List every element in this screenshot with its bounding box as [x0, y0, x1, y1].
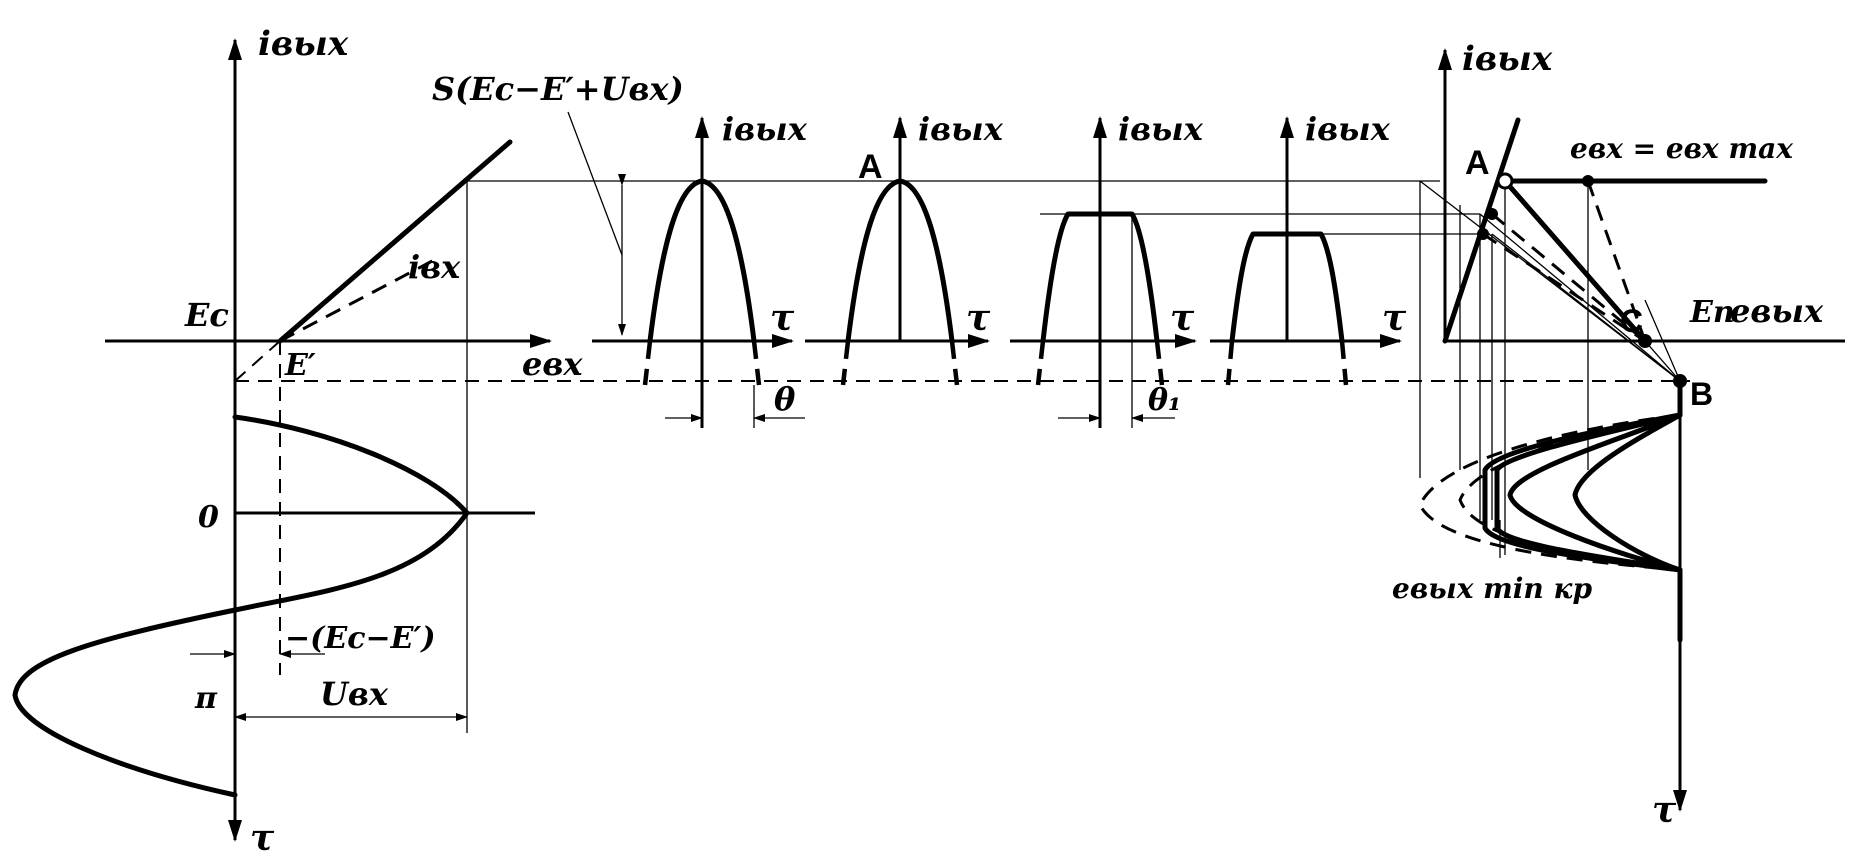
- bias-offset-label: −(Eс−E′): [285, 621, 436, 656]
- point-a-marker: [1496, 172, 1514, 190]
- pulse-4-cutoff-right: [1339, 340, 1349, 386]
- pulse-2-shape: [845, 178, 955, 344]
- pulse-1-cutoff-right: [751, 340, 762, 386]
- e-out-axis-label: eвых: [1730, 292, 1824, 330]
- right-panel: iвых A eвх = eвх max C Eп eвых B eвых mi…: [1392, 39, 1845, 831]
- pulse-2-cutoff-left: [840, 340, 851, 386]
- pulse-1-tau-label: τ: [770, 297, 795, 339]
- e-p-to-b-line: [1644, 299, 1681, 382]
- pulse-1-axis-label: iвых: [722, 110, 808, 148]
- thin-line-to-b-2: [1479, 213, 1681, 382]
- zero-label: 0: [198, 500, 219, 535]
- pulse-3: iвых τ θ₁: [1010, 110, 1480, 428]
- point-b-label: B: [1690, 376, 1713, 412]
- left-tau-label: τ: [250, 817, 275, 859]
- transfer-characteristic-line: [277, 139, 513, 344]
- left-panel: iвых S(Eс−E′+Uвх) iвх Eс E′ eвх 0 −(Eс−E…: [12, 24, 1690, 859]
- slope-formula-label: S(Eс−E′+Uвх): [432, 70, 684, 108]
- formula-leader-line: [567, 111, 623, 256]
- output-waveform-clipped-2: [1494, 412, 1683, 573]
- point-c-label: C: [1620, 303, 1643, 339]
- pulse-4-cutoff-left: [1225, 340, 1235, 386]
- thin-line-to-b-3: [1491, 233, 1681, 382]
- pulse-3-cutoff-right: [1154, 340, 1165, 386]
- pulse-3-axis-label: iвых: [1118, 110, 1204, 148]
- pulse-2-axis-label: iвых: [918, 110, 1004, 148]
- pulse-2: A iвых τ: [805, 110, 1004, 386]
- pulse-4-shape: [1229, 231, 1345, 344]
- e-prime-label: E′: [284, 348, 316, 383]
- point-a-right-label: A: [1465, 144, 1490, 182]
- left-axis-label: iвых: [258, 24, 349, 64]
- e-out-min-label: eвых min кр: [1392, 572, 1592, 605]
- dashed-extension: [234, 340, 281, 382]
- right-tau-label: τ: [1652, 789, 1677, 831]
- theta1-label: θ₁: [1148, 383, 1181, 418]
- pulse-1: iвых τ θ: [592, 110, 808, 428]
- e-in-axis-label: eвх: [522, 345, 583, 383]
- pulse-1-shape: [647, 178, 757, 344]
- e-c-label: Eс: [184, 296, 229, 334]
- pulse-3-cutoff-left: [1035, 340, 1046, 386]
- pulse-4-tau-label: τ: [1382, 297, 1407, 339]
- dashed-load-line-1: [1586, 180, 1647, 342]
- pulse-1-cutoff-left: [642, 340, 653, 386]
- point-a-mid-label: A: [858, 148, 883, 186]
- e-p-label: Eп: [1689, 295, 1735, 330]
- e-in-max-label: eвх = eвх max: [1570, 132, 1793, 165]
- right-axis-label: iвых: [1462, 39, 1553, 79]
- pulse-2-cutoff-right: [949, 340, 960, 386]
- pulse-4-axis-label: iвых: [1305, 110, 1391, 148]
- i-in-dashed-line: [279, 256, 439, 343]
- c-to-b-line: [1644, 340, 1681, 382]
- point-c-marker: [1638, 334, 1652, 348]
- point-max-marker: [1582, 175, 1594, 187]
- pi-label: π: [194, 681, 218, 716]
- output-waveform-dashed-inner: [1458, 413, 1681, 572]
- theta-label: θ: [774, 380, 796, 418]
- pulse-2-tau-label: τ: [966, 297, 991, 339]
- output-waveform-dashed-outer: [1418, 413, 1681, 572]
- output-waveform-sine-2: [1572, 412, 1683, 573]
- point-b-marker: [1673, 374, 1687, 388]
- load-line-a-c: [1502, 178, 1648, 344]
- u-in-label: Uвх: [320, 675, 389, 713]
- output-waveform-clipped-1: [1482, 412, 1683, 573]
- input-signal-curve: [12, 414, 470, 798]
- pulse-4: iвых τ: [1210, 110, 1490, 386]
- i-in-label: iвх: [408, 248, 461, 286]
- dashed-load-line-2: [1491, 212, 1646, 343]
- dashed-load-line-3: [1482, 232, 1646, 343]
- point-mid-2: [1477, 228, 1489, 240]
- pulse-3-tau-label: τ: [1170, 297, 1195, 339]
- point-mid-1: [1486, 208, 1498, 220]
- output-waveform-sine-1: [1507, 412, 1683, 573]
